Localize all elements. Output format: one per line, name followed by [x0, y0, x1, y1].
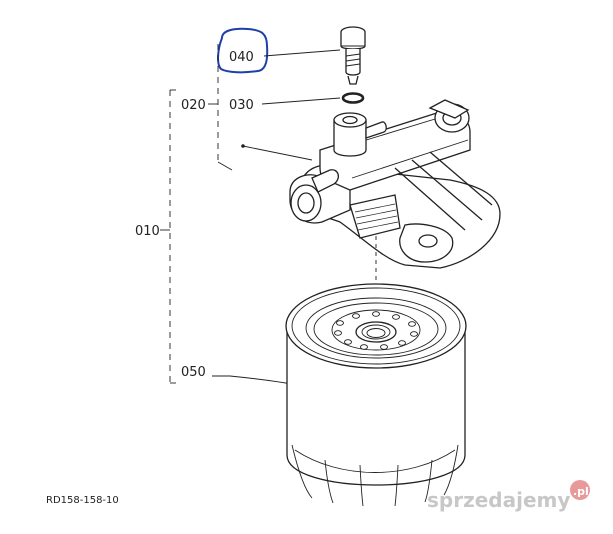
- watermark-suffix: .pl: [573, 485, 589, 498]
- filter-cartridge: [285, 283, 467, 507]
- bracket-020: [208, 44, 233, 171]
- filter-head: [289, 99, 501, 290]
- drawing-code: RD158-158-10: [46, 495, 119, 506]
- label-050: 050: [181, 365, 206, 380]
- highlight-circle: [217, 27, 269, 74]
- label-030: 030: [229, 98, 254, 113]
- watermark-badge-icon: [570, 480, 590, 500]
- label-040: 040: [229, 50, 254, 65]
- bracket-010: [160, 89, 176, 384]
- label-010: 010: [135, 224, 160, 239]
- watermark: sprzedajemy .pl: [427, 480, 590, 512]
- o-ring: [341, 92, 365, 104]
- watermark-text: sprzedajemy: [427, 488, 570, 512]
- leader-lines: [212, 49, 341, 385]
- label-020: 020: [181, 98, 206, 113]
- bleed-screw: [340, 26, 366, 85]
